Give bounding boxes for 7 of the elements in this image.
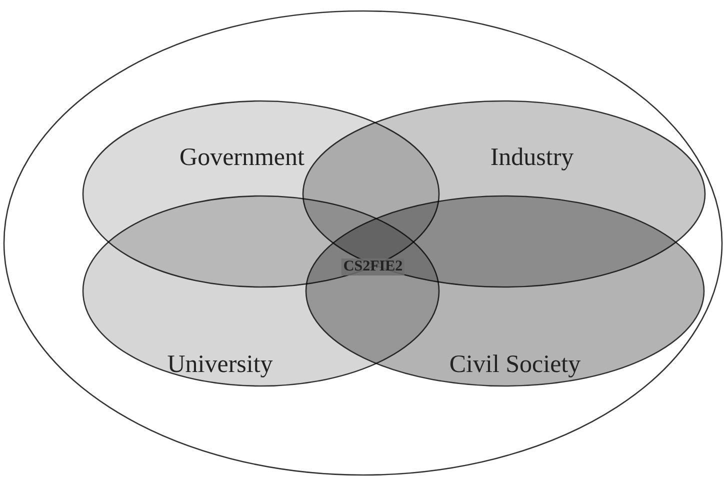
outer-ellipse [3, 10, 723, 476]
set-label: Industry [490, 144, 574, 172]
venn-ellipse [305, 195, 705, 387]
set-label: University [167, 351, 273, 379]
set-label: Government [180, 144, 304, 172]
set-label: Civil Society [449, 351, 581, 379]
intersection-label: CS2FIE2 [341, 258, 405, 276]
